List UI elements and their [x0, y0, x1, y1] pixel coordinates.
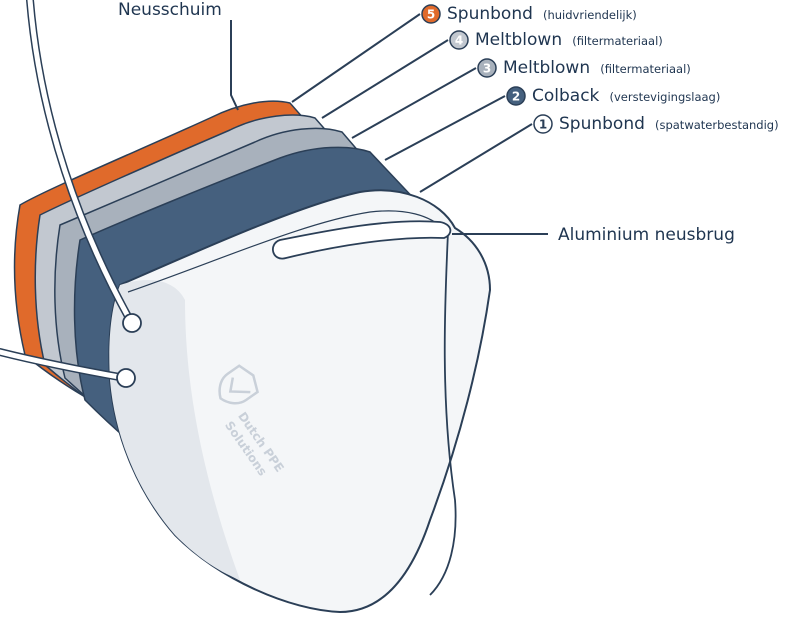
- layer-2-label: 2 Colback (verstevigingslaag): [506, 86, 720, 106]
- layer-2-number: 2: [512, 90, 520, 104]
- layer-3-detail: (filtermateriaal): [600, 62, 691, 76]
- inner-seam-line: [127, 210, 446, 293]
- layer-4-text: Meltblown (filtermateriaal): [475, 30, 663, 50]
- layer-4-detail: (filtermateriaal): [572, 34, 663, 48]
- layer-3-badge: [477, 58, 497, 78]
- layer-5-name: Spunbond: [447, 4, 533, 24]
- shield-logo-icon: [218, 364, 259, 405]
- layer-5-text: Spunbond (huidvriendelijk): [447, 4, 637, 24]
- layer-1-badge: [533, 114, 553, 134]
- layer-2-name: Colback: [532, 86, 600, 106]
- leader-nose-foam: [230, 20, 239, 111]
- layer-3-label: 3 Meltblown (filtermateriaal): [477, 58, 691, 78]
- layer-1-side-shading: [109, 280, 240, 580]
- ear-loop-lower-inner: [0, 349, 128, 381]
- layer-3-text: Meltblown (filtermateriaal): [503, 58, 691, 78]
- layer-3-number: 3: [483, 62, 491, 76]
- layer-5-detail: (huidvriendelijk): [543, 8, 637, 22]
- layer-2-badge: [506, 86, 526, 106]
- layer-1-label: 1 Spunbond (spatwaterbestandig): [533, 114, 779, 134]
- layer-4-label: 4 Meltblown (filtermateriaal): [449, 30, 663, 50]
- nose-bridge-label: Aluminium neusbrug: [558, 225, 735, 245]
- leader-layer-4: [321, 39, 449, 119]
- layer-5-label: 5 Spunbond (huidvriendelijk): [421, 4, 637, 24]
- layer-1-name: Spunbond: [559, 114, 645, 134]
- layer-4-badge: [449, 30, 469, 50]
- layer-5-badge: [421, 4, 441, 24]
- ear-loop-upper-inner: [27, 0, 133, 323]
- layer-1-detail: (spatwaterbestandig): [655, 118, 779, 132]
- layer-1-text: Spunbond (spatwaterbestandig): [559, 114, 779, 134]
- fold-line: [429, 231, 457, 596]
- ear-loops: [0, 0, 142, 388]
- leader-layer-2: [384, 95, 506, 161]
- leader-layer-5: [291, 13, 421, 103]
- leader-layer-1: [419, 123, 533, 193]
- ear-loop-weld-lower: [116, 368, 136, 388]
- layer-3-name: Meltblown: [503, 58, 590, 78]
- layer-1-number: 1: [539, 118, 547, 132]
- ear-loop-weld-upper: [122, 313, 142, 333]
- leader-lines: [230, 13, 548, 235]
- layer-5-number: 5: [427, 8, 435, 22]
- nose-bridge-shape: [272, 220, 452, 260]
- layer-4-number: 4: [455, 34, 463, 48]
- layer-2-detail: (verstevigingslaag): [610, 90, 721, 104]
- layer-2-text: Colback (verstevigingslaag): [532, 86, 720, 106]
- leader-layer-3: [351, 67, 477, 139]
- nose-foam-label: Neusschuim: [118, 0, 222, 20]
- layer-4-name: Meltblown: [475, 30, 562, 50]
- mask-layers: [13, 100, 492, 614]
